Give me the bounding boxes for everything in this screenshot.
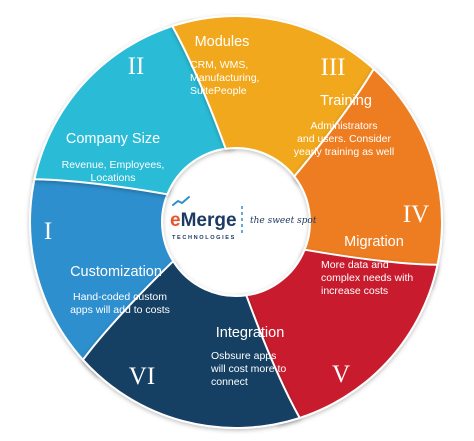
emerge-logo: eMerge TECHNOLOGIES the sweet spot (170, 196, 317, 241)
customization-title: Customization (70, 264, 162, 280)
training-line-3: yearly training as well (294, 146, 394, 158)
company-size-line-1: Revenue, Employees, (62, 159, 165, 171)
training-title: Training (320, 93, 372, 109)
logo-tagline: the sweet spot (250, 216, 317, 226)
logo-swoosh-icon (172, 196, 190, 206)
migration-title: Migration (344, 234, 404, 250)
training-line-1: Administrators (310, 120, 377, 132)
segment-customization (81, 259, 302, 429)
training-line-2: and users. Consider (297, 133, 391, 145)
cycle-segments (29, 15, 443, 429)
numeral-v: V (332, 361, 350, 388)
logo-wordmark: eMerge (170, 210, 237, 231)
migration-line-1: More data and (321, 259, 389, 271)
numeral-ii: II (128, 53, 145, 80)
integration-line-3: connect (211, 376, 248, 388)
migration-line-3: increase costs (321, 285, 388, 297)
modules-title: Modules (195, 34, 250, 50)
segment-modules-text: II Modules CRM, WMS, Manufacturing, Suit… (128, 34, 260, 97)
integration-line-2: will cost more to (210, 363, 286, 375)
segment-integration-text: V Integration Osbsure apps will cost mor… (210, 325, 350, 388)
segment-customization-text: VI Customization Hand-coded custom apps … (70, 264, 170, 390)
modules-line-2: Manufacturing, (190, 72, 259, 84)
segment-company-size-text: I Company Size Revenue, Employees, Locat… (44, 131, 165, 245)
segment-migration-text: IV Migration More data and complex needs… (321, 201, 429, 297)
logo-subtitle: TECHNOLOGIES (172, 235, 236, 241)
company-size-line-2: Locations (91, 172, 136, 184)
modules-line-3: SuitePeople (190, 85, 247, 97)
segment-training-text: III Training Administrators and users. C… (294, 54, 394, 158)
numeral-iii: III (321, 54, 346, 81)
modules-line-1: CRM, WMS, (190, 59, 248, 71)
migration-line-2: complex needs with (321, 272, 413, 284)
numeral-iv: IV (403, 201, 429, 228)
numeral-i: I (44, 218, 52, 245)
integration-line-1: Osbsure apps (211, 350, 276, 362)
numeral-vi: VI (129, 363, 155, 390)
customization-line-1: Hand-coded custom (73, 291, 167, 303)
integration-title: Integration (216, 325, 285, 341)
company-size-title: Company Size (66, 131, 160, 147)
customization-line-2: apps will add to costs (70, 304, 170, 316)
